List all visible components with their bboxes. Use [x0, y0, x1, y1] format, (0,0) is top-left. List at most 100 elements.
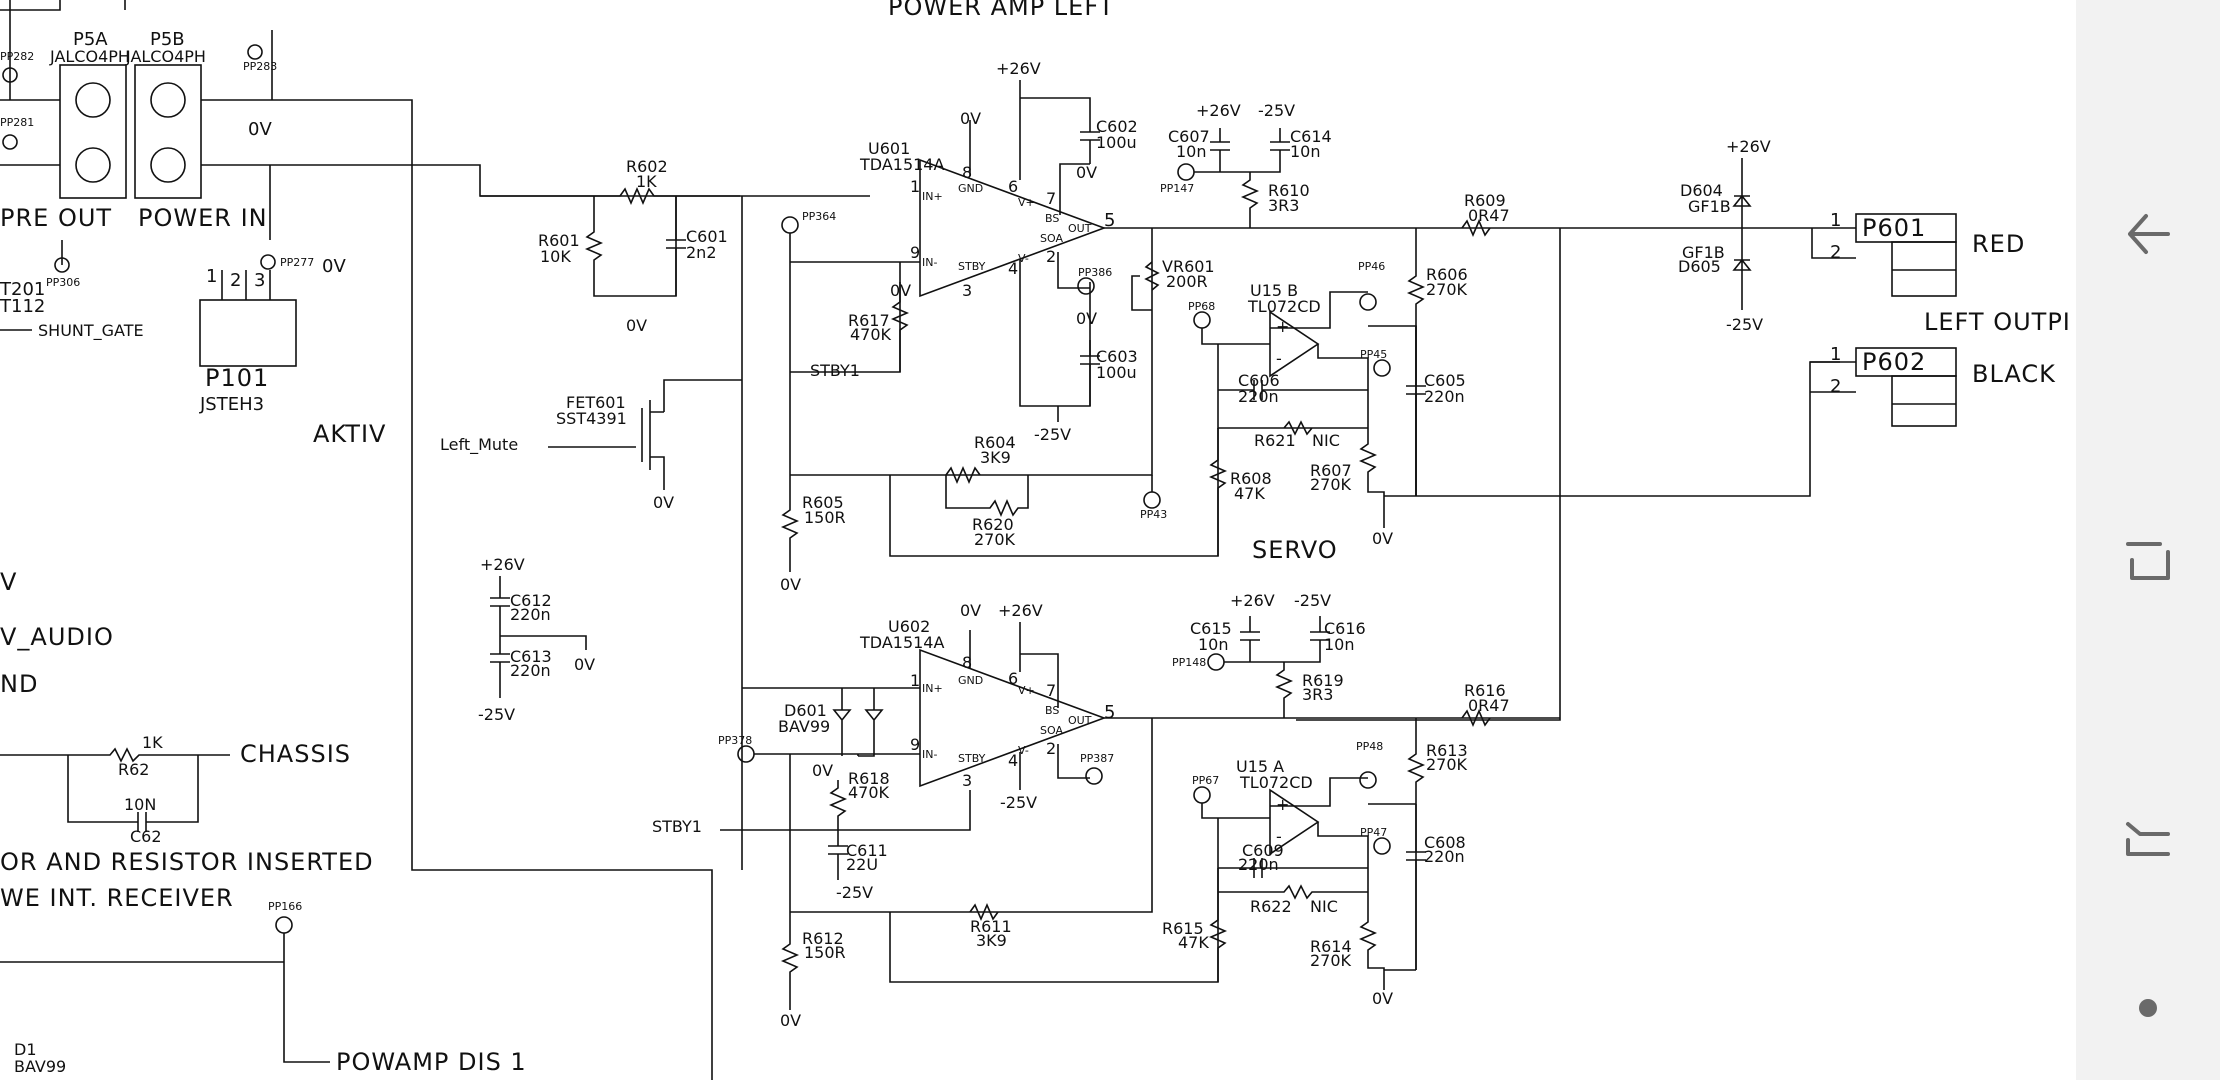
schematic-canvas[interactable]: POWER AMP LEFT P5A JALCO4PH P5B JALCO4PH…: [0, 0, 2076, 1080]
svg-text:2: 2: [1046, 739, 1056, 758]
svg-text:+26V: +26V: [998, 601, 1043, 620]
svg-text:JSTEH3: JSTEH3: [199, 394, 264, 415]
svg-text:3: 3: [254, 270, 265, 291]
svg-text:PP47: PP47: [1360, 826, 1387, 839]
svg-text:RED: RED: [1972, 230, 2025, 258]
svg-text:R610: R610: [1268, 181, 1310, 200]
diode-d601: D601 BAV99: [778, 688, 884, 757]
svg-text:PP378: PP378: [718, 734, 752, 747]
svg-text:0R47: 0R47: [1468, 206, 1510, 225]
resistor-r613: R613 270K: [1406, 718, 1468, 970]
svg-text:+26V: +26V: [1726, 137, 1771, 156]
potentiometer-vr601: VR601 200R: [1131, 257, 1215, 311]
svg-text:3K9: 3K9: [980, 448, 1011, 467]
forward-return-icon: [2126, 822, 2170, 856]
svg-text:T201: T201: [0, 279, 45, 300]
svg-text:10N: 10N: [124, 795, 156, 814]
svg-text:PP283: PP283: [243, 60, 277, 73]
svg-text:+26V: +26V: [996, 59, 1041, 78]
svg-text:C606: C606: [1238, 371, 1280, 390]
svg-text:270K: 270K: [1310, 951, 1352, 970]
capacitor-c605: C605 220n: [1406, 326, 1466, 496]
svg-text:WE INT. RECEIVER: WE INT. RECEIVER: [0, 884, 234, 912]
dot-button[interactable]: [2076, 948, 2220, 1068]
resistor-r608: R608 47K: [1208, 428, 1272, 556]
svg-text:1: 1: [910, 177, 920, 196]
svg-text:PP277: PP277: [280, 256, 314, 269]
svg-text:R602: R602: [626, 157, 668, 176]
opamp-u15a: U15 A TL072CD +-: [1236, 757, 1320, 856]
svg-text:PP43: PP43: [1140, 508, 1167, 521]
back-button[interactable]: [2076, 174, 2220, 294]
fet-fet601: FET601 SST4391 Left_Mute 0V: [440, 379, 742, 512]
capacitor-c611: C611 22U -25V: [828, 830, 888, 902]
schematic-viewer[interactable]: POWER AMP LEFT P5A JALCO4PH P5B JALCO4PH…: [0, 0, 2076, 1080]
svg-text:GF1B: GF1B: [1688, 197, 1731, 216]
recents-button[interactable]: [2076, 500, 2220, 620]
capacitor-c614: C614 10n -25V: [1250, 101, 1332, 173]
resistor-r602: R602 1K: [480, 157, 870, 206]
svg-text:0V: 0V: [1372, 529, 1393, 548]
svg-text:220n: 220n: [1424, 847, 1465, 866]
svg-text:V: V: [0, 568, 17, 596]
svg-text:BS: BS: [1045, 704, 1059, 717]
svg-text:V+: V+: [1018, 196, 1035, 209]
svg-text:PP364: PP364: [802, 210, 836, 223]
capacitor-c603: C603 100u 0V: [1076, 309, 1138, 406]
svg-text:6: 6: [1008, 669, 1018, 688]
svg-text:GND: GND: [958, 182, 983, 195]
svg-text:R611: R611: [970, 917, 1012, 936]
svg-text:5: 5: [1104, 210, 1115, 231]
svg-text:ND: ND: [0, 670, 38, 698]
svg-text:0V: 0V: [626, 316, 647, 335]
svg-text:R605: R605: [802, 493, 844, 512]
svg-text:PP46: PP46: [1358, 260, 1385, 273]
svg-text:+: +: [1276, 317, 1289, 336]
capacitor-c609: C609 220n: [1238, 841, 1284, 874]
svg-text:R601: R601: [538, 231, 580, 250]
resistor-r620: R620 270K: [945, 475, 1029, 549]
svg-text:10n: 10n: [1324, 635, 1355, 654]
capacitor-c615: PP148 C615 10n +26V: [1172, 591, 1284, 671]
svg-text:PP386: PP386: [1078, 266, 1112, 279]
resistor-r62: 1K R62 10N C62: [0, 733, 230, 846]
svg-text:3: 3: [962, 771, 972, 790]
svg-text:-25V: -25V: [1034, 425, 1071, 444]
recents-icon: [2126, 542, 2170, 580]
svg-text:0V: 0V: [322, 256, 346, 277]
svg-text:220n: 220n: [510, 605, 551, 624]
svg-text:270K: 270K: [1426, 280, 1468, 299]
resistor-r604: R604 3K9: [945, 433, 1016, 485]
svg-text:STBY1: STBY1: [652, 817, 702, 836]
connector-p602: P602 1 2 BLACK: [1810, 344, 2055, 427]
svg-text:1: 1: [206, 266, 217, 287]
svg-text:10n: 10n: [1176, 142, 1207, 161]
svg-text:220n: 220n: [510, 661, 551, 680]
svg-text:R604: R604: [974, 433, 1016, 452]
svg-text:100u: 100u: [1096, 363, 1137, 382]
svg-text:C611: C611: [846, 841, 888, 860]
resistor-r622: R622 NIC: [1250, 897, 1338, 916]
home-button[interactable]: [2076, 784, 2220, 904]
svg-text:200R: 200R: [1166, 272, 1208, 291]
svg-text:OR AND RESISTOR INSERTED: OR AND RESISTOR INSERTED: [0, 848, 374, 876]
svg-text:1: 1: [1830, 210, 1841, 231]
svg-text:R606: R606: [1426, 265, 1468, 284]
svg-text:2: 2: [230, 270, 241, 291]
svg-text:IN-: IN-: [922, 256, 937, 269]
svg-text:220n: 220n: [1424, 387, 1465, 406]
svg-text:P5A: P5A: [73, 29, 108, 50]
svg-text:10n: 10n: [1290, 142, 1321, 161]
diode-d605: GF1B D605 -25V: [1678, 228, 1763, 334]
dot-icon: [2139, 999, 2157, 1017]
svg-text:47K: 47K: [1178, 933, 1209, 952]
resistor-r621: R621 NIC: [1254, 431, 1340, 450]
svg-text:7: 7: [1046, 189, 1056, 208]
svg-text:220n: 220n: [1238, 855, 1279, 874]
svg-text:D601: D601: [784, 701, 827, 720]
resistor-r617: R617 470K 0V: [848, 281, 911, 372]
svg-text:-: -: [1276, 349, 1282, 368]
svg-text:0V: 0V: [812, 761, 833, 780]
svg-text:PP148: PP148: [1172, 656, 1206, 669]
svg-text:V_AUDIO: V_AUDIO: [0, 623, 114, 651]
